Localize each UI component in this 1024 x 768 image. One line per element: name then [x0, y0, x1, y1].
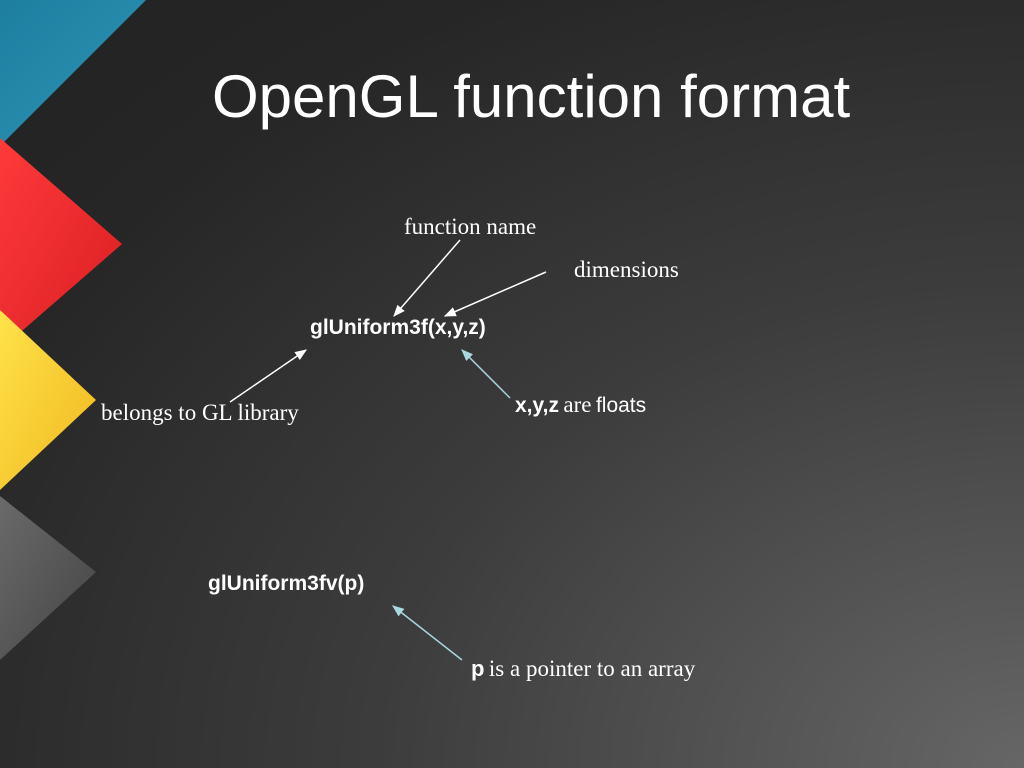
- xyz-are: are: [563, 392, 592, 417]
- gray-diamond-shape: [0, 496, 96, 660]
- arrow-pointer: [392, 605, 463, 661]
- arrow-floats: [461, 349, 511, 399]
- label-xyz-floats: x,y,z are floats: [515, 392, 646, 418]
- xyz-term: x,y,z: [515, 394, 559, 417]
- teal-triangle-shape: [0, 0, 146, 146]
- arrow-function-name: [393, 239, 461, 317]
- arrow-dimensions: [443, 271, 547, 317]
- label-dimensions: dimensions: [574, 257, 679, 282]
- code-scalar-call: glUniform3f(x,y,z): [310, 316, 486, 339]
- label-pointer: p is a pointer to an array: [471, 656, 695, 682]
- label-belongs-to-gl: belongs to GL library: [101, 400, 299, 425]
- slide-title: OpenGL function format: [212, 63, 851, 130]
- p-description: is a pointer to an array: [488, 656, 696, 681]
- label-function-name: function name: [404, 214, 537, 239]
- code-vector-call: glUniform3fv(p): [208, 572, 365, 595]
- xyz-floats: floats: [595, 394, 647, 417]
- p-term: p: [471, 656, 485, 681]
- red-diamond-shape: [0, 138, 122, 350]
- arrow-gl-library: [229, 349, 307, 403]
- yellow-diamond-shape: [0, 310, 96, 490]
